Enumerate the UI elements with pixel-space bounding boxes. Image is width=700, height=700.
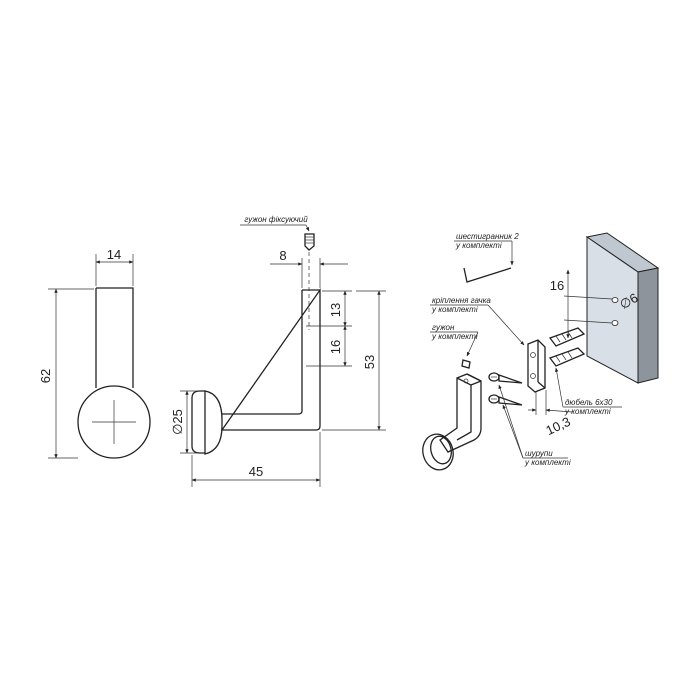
dim-width-14: 14 [95,247,134,286]
bracket-label-2: у комплекті [431,305,478,314]
screws-label-2: у комплекті [524,458,571,467]
front-height-label: 62 [38,369,53,383]
wood-screw-icons [488,372,523,406]
dowel-icons [548,327,586,367]
side-offset-label: 8 [279,248,286,263]
center-mark [92,400,136,444]
dim-diameter-25: ∅25 [170,390,198,454]
set-screw-icon [304,233,315,251]
dim-length-45: 45 [191,432,321,487]
set-screw-asm-label-2: у комплекті [431,332,478,341]
dowel-label-1: дюбель 6х30 [565,398,613,407]
hex-key-label-1: шестигранник 2 [456,232,519,241]
hook-front-knob [77,385,151,459]
hex-key-icon [463,267,512,283]
wall-dim-16: 16 [550,278,564,293]
wall-block [585,232,660,384]
set-screw-label: гужон фіксуючий [244,215,308,224]
mounting-bracket [527,339,547,415]
hook-side-outline [220,287,321,431]
bracket-offset-label: 10,3 [543,414,572,438]
set-screw-asm-label-1: гужон [432,323,455,332]
side-view: гужон фіксуючий 8 13 16 53 [170,215,386,487]
dim-holes: 13 16 [306,290,352,367]
bracket-label-1: кріплення гачка [432,296,491,305]
side-length-label: 45 [249,464,263,479]
hex-key-label-2: у комплекті [455,241,502,250]
hook-side-cap [204,390,223,455]
dim-offset-8: 8 [270,248,348,288]
screws-label-1: шурупи [525,449,553,458]
side-height-label: 53 [362,355,377,369]
hook-front-outline [96,287,134,388]
small-set-screw-icon [461,359,471,369]
front-width-label: 14 [107,247,121,262]
assembly-view: 16 ∅6 шестигранник 2 у комплекті кріплен… [422,232,660,471]
side-diameter-label: ∅25 [170,409,185,435]
side-dim-13: 13 [328,303,343,317]
hook-perspective [422,373,482,471]
dim-height-62: 62 [38,288,94,459]
front-view: 14 62 [38,247,151,459]
side-dim-16: 16 [328,340,343,354]
dim-height-53: 53 [322,290,386,431]
dowel-label-2: у комплекті [564,407,611,416]
